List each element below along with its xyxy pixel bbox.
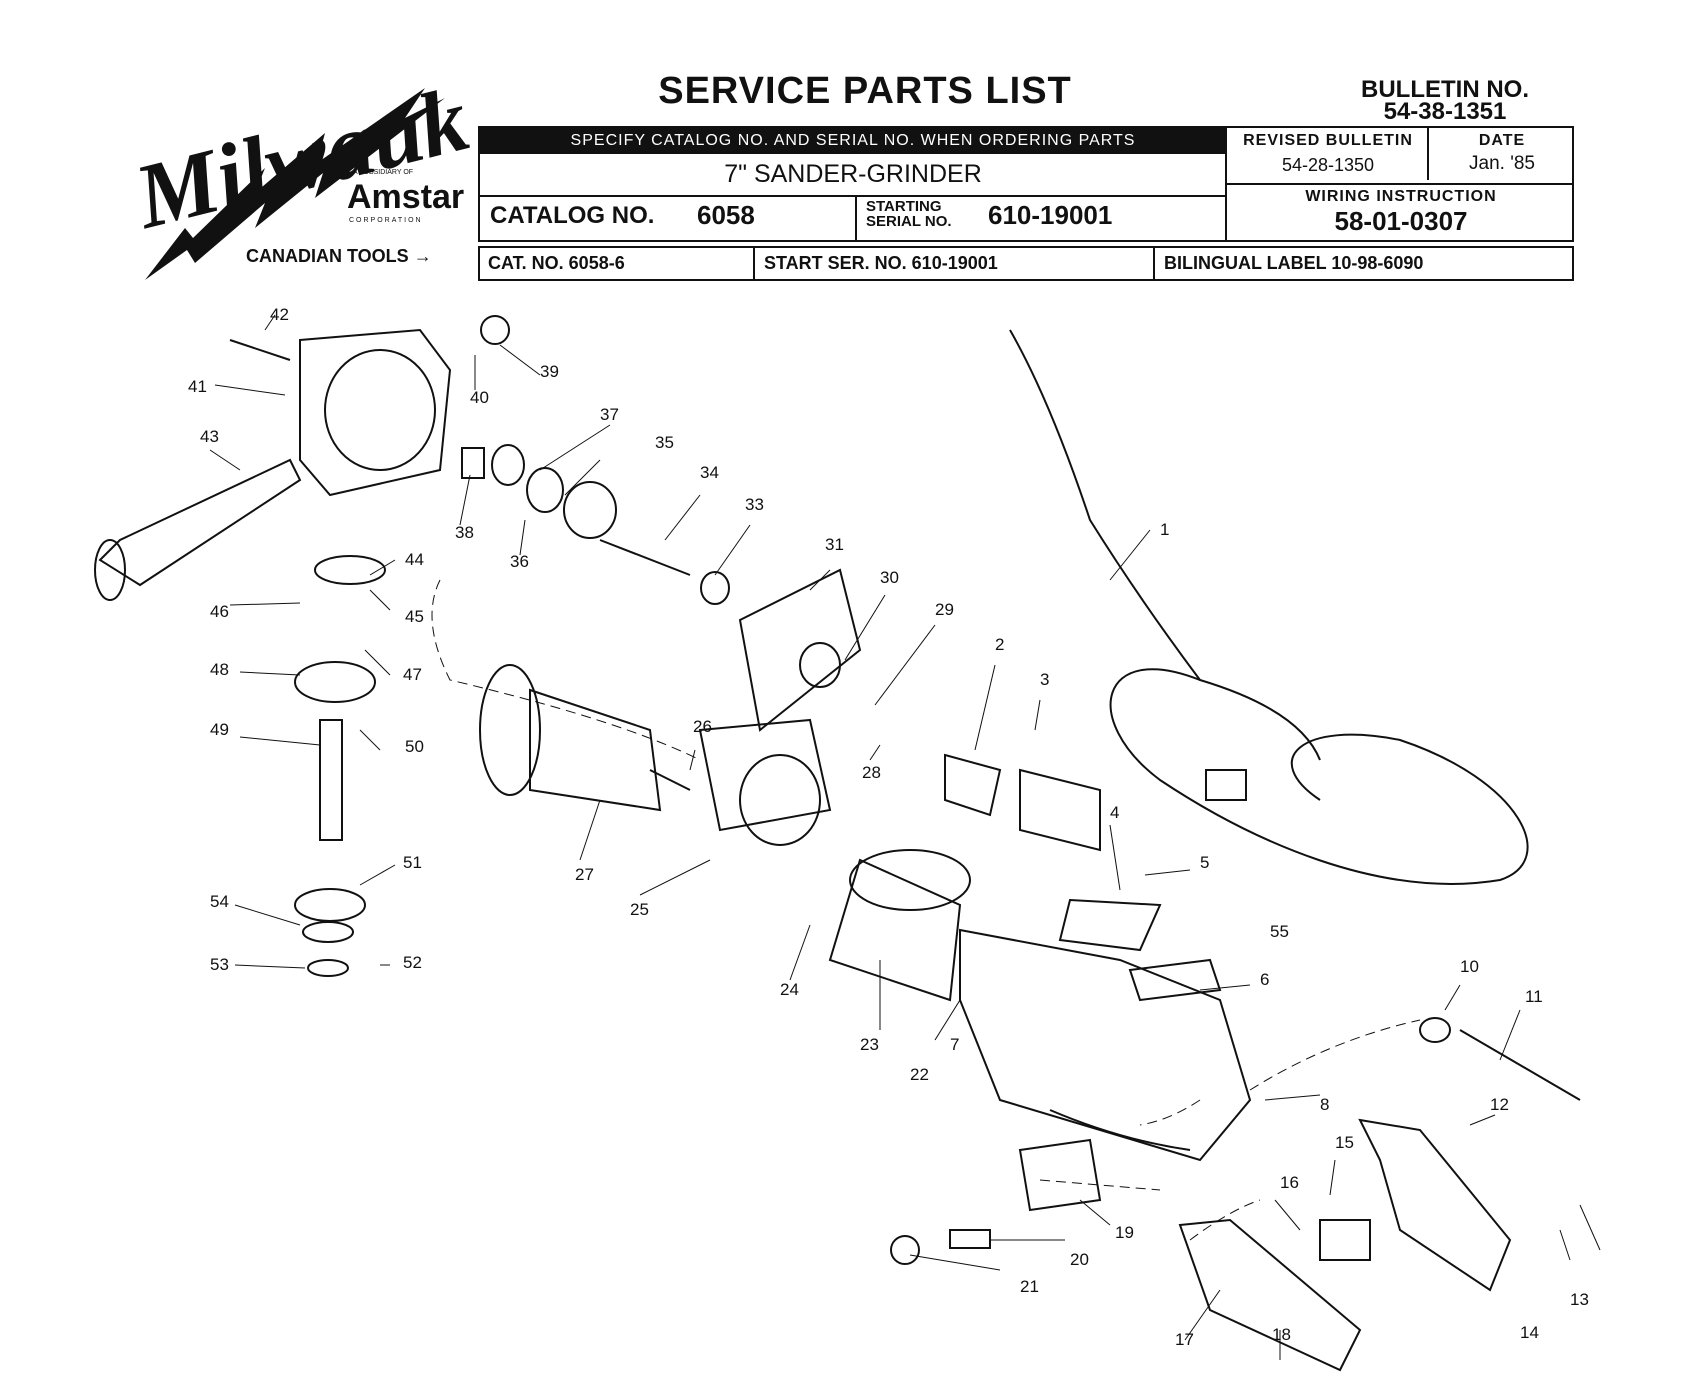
part-number-label: 19: [1115, 1223, 1134, 1242]
part-number-label: 2: [995, 635, 1004, 654]
revised-bulletin-number: 54-28-1350: [1281, 155, 1375, 175]
milwaukee-logo: Milwaukee A SUBSIDIARY OF Amstar CORPORA…: [125, 78, 470, 280]
wiring-instruction-number: 58-01-0307: [1334, 206, 1468, 236]
part-number-label: 13: [1570, 1290, 1589, 1309]
part-number-label: 41: [188, 377, 207, 396]
svg-text:A SUBSIDIARY OF: A SUBSIDIARY OF: [353, 169, 413, 176]
revised-bulletin-label: REVISED BULLETIN: [1243, 132, 1413, 149]
part-number-label: 40: [470, 388, 489, 407]
part-number-label: 3: [1040, 670, 1049, 689]
part-number-label: 55: [1270, 922, 1289, 941]
part-number-label: 22: [910, 1065, 929, 1084]
part-number-label: 35: [655, 433, 674, 452]
order-note: SPECIFY CATALOG NO. AND SERIAL NO. WHEN …: [480, 128, 1226, 154]
part-number-label: 47: [403, 665, 422, 684]
part-number-label: 6: [1260, 970, 1269, 989]
part-number-label: 29: [935, 600, 954, 619]
canadian-grid-lines: [753, 246, 1155, 281]
part-number-label: 38: [455, 523, 474, 542]
part-number-label: 23: [860, 1035, 879, 1054]
part-number-label: 5: [1200, 853, 1209, 872]
part-number-label: 51: [403, 853, 422, 872]
part-number-label: 21: [1020, 1277, 1039, 1296]
part-number-label: 1: [1160, 520, 1169, 539]
catalog-label: CATALOG NO.: [490, 202, 655, 229]
part-number-label: 28: [862, 763, 881, 782]
product-name: 7" SANDER-GRINDER: [724, 160, 982, 188]
part-number-label: 15: [1335, 1133, 1354, 1152]
svg-text:CORPORATION: CORPORATION: [349, 217, 423, 224]
canadian-catalog-number: CAT. NO. 6058-6: [488, 253, 625, 273]
part-number-label: 34: [700, 463, 719, 482]
part-number-label: 30: [880, 568, 899, 587]
bulletin-label: BULLETIN NO.: [1361, 76, 1529, 103]
part-number-label: 24: [780, 980, 799, 999]
part-number-label: 46: [210, 602, 229, 621]
part-number-label: 43: [200, 427, 219, 446]
part-number-label: 44: [405, 550, 424, 569]
catalog-number: 6058: [697, 200, 755, 230]
date-label: DATE: [1478, 132, 1526, 149]
part-number-label: 33: [745, 495, 764, 514]
wiring-instruction-label: WIRING INSTRUCTION: [1305, 188, 1497, 205]
part-number-label: 50: [405, 737, 424, 756]
part-number-label: 52: [403, 953, 422, 972]
part-number-label: 48: [210, 660, 229, 679]
part-number-label: 25: [630, 900, 649, 919]
arrow-right-icon: →: [413, 246, 432, 266]
page-title: SERVICE PARTS LIST: [658, 70, 1072, 112]
part-number-label: 20: [1070, 1250, 1089, 1269]
part-number-label: 54: [210, 892, 229, 911]
part-number-label: 45: [405, 607, 424, 626]
canadian-start-serial: START SER. NO. 610-19001: [764, 253, 998, 273]
part-number-label: 17: [1175, 1330, 1194, 1349]
starting-serial-label: STARTING SERIAL NO.: [866, 198, 952, 230]
canadian-tools-table: [478, 246, 1574, 281]
bulletin-number: 54-38-1351: [1383, 98, 1507, 125]
part-number-label: 53: [210, 955, 229, 974]
svg-text:Amstar: Amstar: [347, 178, 464, 216]
part-number-label: 27: [575, 865, 594, 884]
part-number-label: 36: [510, 552, 529, 571]
gear-case-shape: [299, 328, 452, 497]
part-number-label: 11: [1525, 987, 1543, 1006]
header-grid-lines: [478, 126, 1574, 242]
part-number-label: 37: [600, 405, 619, 424]
part-number-label: 49: [210, 720, 229, 739]
starting-serial: 610-19001: [988, 200, 1113, 230]
bilingual-label-number: BILINGUAL LABEL 10-98-6090: [1164, 253, 1424, 273]
part-number-label: 42: [270, 305, 289, 324]
part-number-label: 26: [693, 717, 712, 736]
part-number-label: 12: [1490, 1095, 1509, 1114]
part-number-label: 10: [1460, 957, 1479, 976]
part-number-label: 18: [1272, 1325, 1291, 1344]
part-number-label: 8: [1320, 1095, 1329, 1114]
canadian-tools-label: CANADIAN TOOLS →: [246, 246, 432, 266]
date-value: Jan. '85: [1469, 153, 1535, 174]
part-number-label: 14: [1520, 1323, 1539, 1342]
part-number-label: 16: [1280, 1173, 1299, 1192]
part-number-label: 4: [1110, 803, 1119, 822]
part-number-label: 31: [825, 535, 844, 554]
part-number-label: 39: [540, 362, 559, 381]
part-number-label: 7: [950, 1035, 959, 1054]
